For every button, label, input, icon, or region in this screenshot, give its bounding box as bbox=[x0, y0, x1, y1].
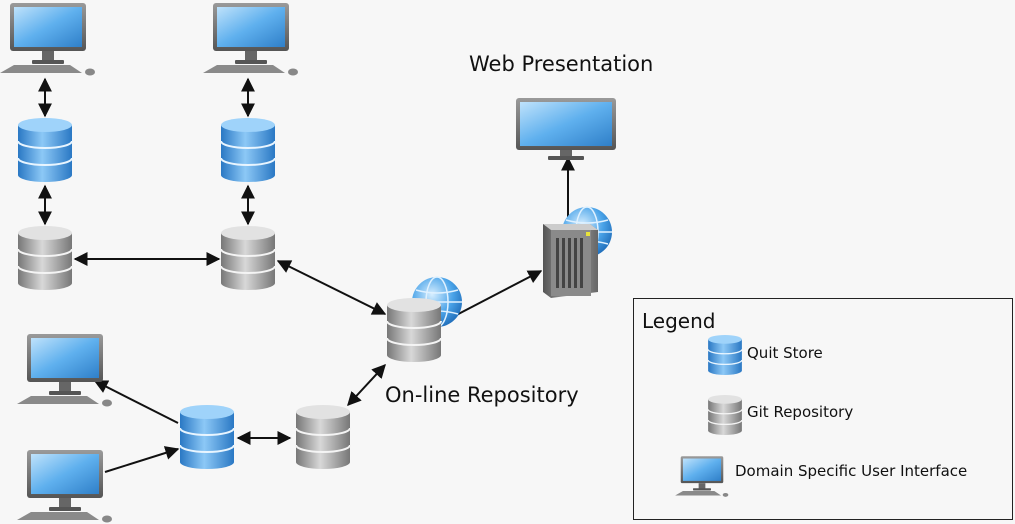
legend-item-quit-store: Quit Store bbox=[747, 344, 823, 362]
blue-database-icon bbox=[220, 117, 276, 183]
gray-database-icon bbox=[386, 297, 442, 363]
monitor-icon bbox=[675, 456, 729, 497]
gray-database-icon bbox=[708, 395, 742, 435]
link-online-server bbox=[442, 270, 543, 323]
blue-database-icon bbox=[708, 335, 742, 375]
monitor-icon bbox=[203, 3, 298, 76]
link-monitor3-quitstore3 bbox=[93, 380, 179, 424]
link-online-git3 bbox=[347, 363, 386, 407]
web-presentation-monitor-icon bbox=[516, 98, 616, 160]
monitor-icon bbox=[0, 3, 95, 76]
legend-title: Legend bbox=[642, 309, 716, 333]
legend-box: Legend Quit Store Git Repository Domain … bbox=[633, 298, 1013, 520]
legend-item-domain-ui: Domain Specific User Interface bbox=[735, 462, 968, 480]
gray-database-icon bbox=[17, 225, 73, 291]
connectors bbox=[38, 77, 575, 473]
server-icon bbox=[543, 224, 598, 298]
blue-database-icon bbox=[179, 404, 235, 470]
web-presentation-label: Web Presentation bbox=[469, 52, 654, 76]
blue-database-icon bbox=[17, 117, 73, 183]
gray-database-icon bbox=[220, 225, 276, 291]
online-repository-label: On-line Repository bbox=[385, 383, 579, 407]
link-git2-online bbox=[276, 260, 387, 315]
gray-database-icon bbox=[295, 404, 351, 470]
monitor-icon bbox=[17, 450, 112, 523]
link-monitor4-quitstore3 bbox=[104, 446, 180, 473]
monitor-icon bbox=[17, 334, 112, 407]
legend-item-git-repository: Git Repository bbox=[747, 403, 854, 421]
